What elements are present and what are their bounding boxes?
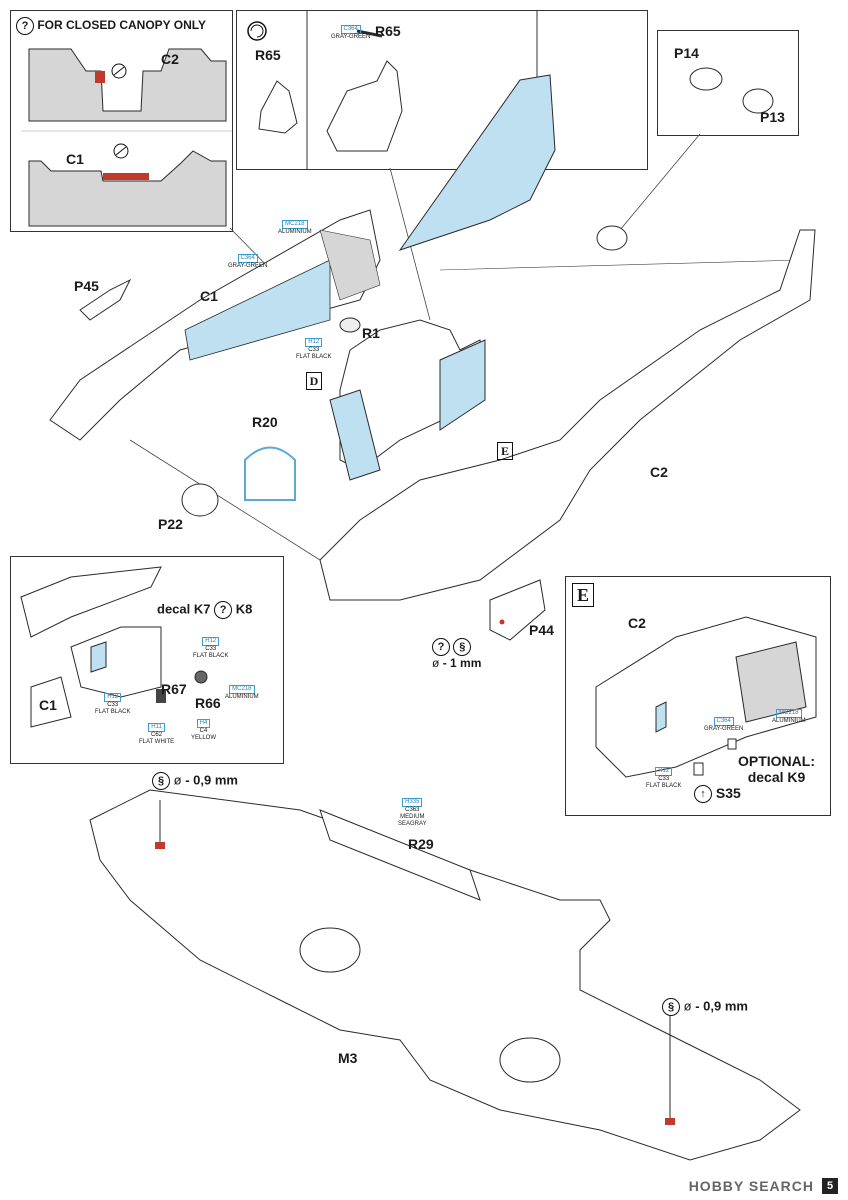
subassembly-e-marker: E [497, 442, 513, 460]
c1-detail-drawing [20, 566, 208, 728]
cockpit-inset: R65 R65 C364 GRAY-GREEN [236, 10, 648, 170]
p44-drill-note: ? § ø - 1 mm [432, 638, 481, 670]
paint-callout-aluminium-c1: MC218 ALUMINIUM [225, 685, 259, 700]
paint-callout-aluminium: MC218 ALUMINIUM [278, 220, 312, 235]
e-detail-drawing [595, 616, 817, 778]
part-label-p45: P45 [74, 278, 99, 294]
watermark: HOBBY SEARCH [688, 1178, 814, 1194]
paint-callout-flatblack-main: H12 C33 FLAT BLACK [296, 338, 332, 360]
paint-callout-aluminium-e: MC218 ALUMINIUM [772, 709, 806, 724]
paint-callout-graygreen-main: C364 GRAY-GREEN [228, 254, 268, 269]
subassembly-e-header: E [572, 583, 594, 607]
wing-drill-note-left: § ø - 0,9 mm [152, 772, 238, 790]
paint-callout-seagray: H335 C363 MEDIUM SEAGRAY [398, 798, 427, 827]
drill-icon: § [662, 998, 680, 1016]
part-label-c2-inset: C2 [628, 615, 646, 631]
paint-callout-graygreen: C364 GRAY-GREEN [331, 25, 371, 40]
part-label-p22: P22 [158, 516, 183, 532]
paint-callout-flatblack-c1a: H12 C33 FLAT BLACK [193, 637, 229, 659]
paint-callout-flatblack-c1b: H12 C33 FLAT BLACK [95, 693, 131, 715]
closed-canopy-note: ? FOR CLOSED CANOPY ONLY [16, 17, 206, 35]
subassembly-d-marker: D [306, 372, 322, 390]
e-detail-inset: E C2 C364 GRAY-GREEN MC218 ALUMINIUM H12… [565, 576, 831, 816]
part-label-c1: C1 [66, 151, 84, 167]
wing-drill-note-right: § ø - 0,9 mm [662, 998, 748, 1016]
part-label-c1-inset: C1 [39, 697, 57, 713]
part-label-r20: R20 [252, 414, 278, 430]
paint-callout-yellow: H4 C4 YELLOW [191, 719, 217, 741]
optional-decal-note: OPTIONAL: decal K9 [738, 753, 815, 785]
part-label-m3: M3 [338, 1050, 358, 1066]
part-label-c2: C2 [161, 51, 179, 67]
closed-canopy-inset: ? FOR CLOSED CANOPY ONLY C2 C1 [10, 10, 233, 232]
part-label-r1: R1 [362, 325, 380, 341]
decal-k7-note: decal K7 ? K8 [157, 601, 252, 619]
part-label-p14: P14 [674, 45, 699, 61]
part-label-r65-right: R65 [375, 23, 401, 39]
part-label-r29: R29 [408, 836, 434, 852]
question-icon: ? [16, 17, 34, 35]
p14-p13-drawing [689, 67, 774, 114]
part-label-r67: R67 [161, 681, 187, 697]
part-label-r66: R66 [195, 695, 221, 711]
direction-arrow-icon: ↑ [694, 785, 712, 804]
cockpit-detail-drawing [247, 11, 538, 169]
closed-canopy-drawing [21, 48, 232, 227]
page-number: 5 [822, 1178, 838, 1194]
c1-detail-inset: decal K7 ? K8 C1 R67 R66 H12 C33 FLAT BL… [10, 556, 284, 764]
part-label-p13: P13 [760, 109, 785, 125]
paint-callout-graygreen-e: C364 GRAY-GREEN [704, 717, 744, 732]
paint-callout-flatwhite: H11 C62 FLAT WHITE [139, 723, 175, 745]
part-label-s35: ↑ S35 [694, 785, 741, 804]
drill-icon: § [152, 772, 170, 790]
closed-canopy-text: FOR CLOSED CANOPY ONLY [37, 18, 207, 33]
part-label-p44: P44 [529, 622, 554, 638]
p14-p13-inset: P14 P13 [657, 30, 799, 136]
part-label-c2-main: C2 [650, 464, 668, 480]
part-label-c1-main: C1 [200, 288, 218, 304]
paint-callout-flatblack-e: H12 C33 FLAT BLACK [646, 767, 682, 789]
question-icon: ? [214, 601, 233, 619]
part-label-r65-left: R65 [255, 47, 281, 63]
